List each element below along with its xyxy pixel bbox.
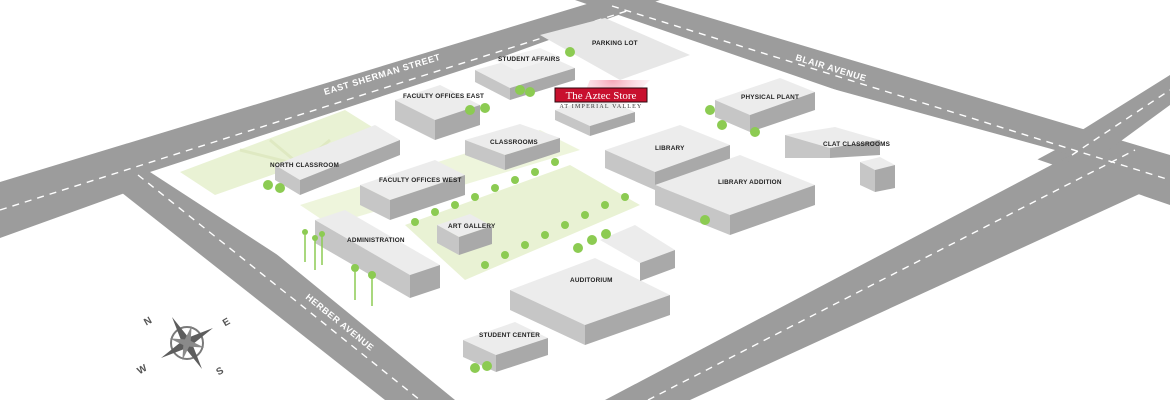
building-library-addition[interactable]: [655, 155, 815, 235]
tree: [491, 184, 499, 192]
tree: [501, 251, 509, 259]
building-auditorium[interactable]: [510, 225, 675, 345]
tree: [515, 85, 525, 95]
road-northeast: [1050, 75, 1170, 160]
label-library-addition: LIBRARY ADDITION: [718, 179, 782, 186]
tree: [525, 87, 535, 97]
tree: [587, 235, 597, 245]
tree: [302, 229, 308, 235]
tree: [521, 241, 529, 249]
tree: [481, 261, 489, 269]
compass-w: W: [136, 363, 150, 378]
buildings: [275, 48, 895, 372]
tree: [275, 183, 285, 193]
label-north-classroom: NORTH CLASSROOM: [270, 162, 339, 169]
tree: [541, 231, 549, 239]
lawn-north: [180, 110, 385, 195]
compass-n: N: [142, 315, 154, 328]
label-faculty-offices-west: FACULTY OFFICES WEST: [379, 177, 462, 184]
tree: [531, 168, 539, 176]
palm-trunks: [304, 235, 373, 306]
tree: [411, 218, 419, 226]
label-art-gallery: ART GALLERY: [448, 223, 496, 230]
building-administration[interactable]: [315, 210, 440, 298]
compass-ring: [170, 326, 204, 360]
tree: [368, 271, 376, 279]
label-auditorium: AUDITORIUM: [570, 277, 613, 284]
building-aztec-store[interactable]: [555, 96, 635, 136]
tree: [601, 201, 609, 209]
label-student-affairs: STUDENT AFFAIRS: [498, 56, 561, 63]
tree: [312, 235, 318, 241]
road-east-7th: [605, 142, 1170, 400]
label-library: LIBRARY: [655, 145, 685, 152]
road-label-east-7th-sup: TH: [744, 301, 755, 311]
tree: [471, 193, 479, 201]
tree: [573, 243, 583, 253]
tree: [601, 229, 611, 239]
tree: [561, 221, 569, 229]
tree: [581, 211, 589, 219]
tree: [621, 193, 629, 201]
road-herber: [112, 163, 455, 400]
building-faculty-offices-west[interactable]: [360, 160, 465, 220]
building-clat-classrooms[interactable]: [785, 127, 895, 192]
tree: [705, 105, 715, 115]
tree: [511, 176, 519, 184]
compass-s: S: [215, 365, 227, 378]
label-physical-plant: PHYSICAL PLANT: [741, 94, 799, 101]
building-physical-plant[interactable]: [715, 78, 815, 132]
tree: [700, 215, 710, 225]
tree: [717, 120, 727, 130]
tree: [465, 105, 475, 115]
building-art-gallery[interactable]: [437, 214, 492, 255]
tree: [750, 127, 760, 137]
building-north-classroom[interactable]: [275, 125, 400, 195]
tree: [319, 231, 325, 237]
label-administration: ADMINISTRATION: [347, 237, 405, 244]
tree: [480, 103, 490, 113]
tree: [470, 363, 480, 373]
aztec-store-name: The Aztec Store: [566, 90, 637, 102]
tree: [351, 264, 359, 272]
trees: [263, 47, 760, 373]
tree: [451, 201, 459, 209]
aztec-store-subtitle: AT IMPERIAL VALLEY: [559, 104, 642, 110]
tree: [551, 158, 559, 166]
tree: [565, 47, 575, 57]
label-student-center: STUDENT CENTER: [479, 332, 540, 339]
tree: [263, 180, 273, 190]
aztec-store-sign[interactable]: The Aztec Store AT IMPERIAL VALLEY: [554, 87, 648, 110]
label-clat-classrooms: CLAT CLASSROOMS: [823, 141, 891, 148]
parking-lot[interactable]: [540, 18, 690, 80]
aztec-store-logo-box: [554, 87, 648, 103]
building-student-affairs[interactable]: [475, 48, 575, 100]
label-parking-lot: PARKING LOT: [592, 40, 638, 47]
building-classrooms[interactable]: [465, 124, 560, 170]
compass-rose: N E S W: [136, 315, 233, 378]
compass-arrows-minor: [169, 325, 205, 361]
compass-e: E: [221, 316, 233, 329]
tree: [482, 361, 492, 371]
label-classrooms: CLASSROOMS: [490, 139, 538, 146]
tree: [431, 208, 439, 216]
label-faculty-offices-east: FACULTY OFFICES EAST: [403, 93, 484, 100]
